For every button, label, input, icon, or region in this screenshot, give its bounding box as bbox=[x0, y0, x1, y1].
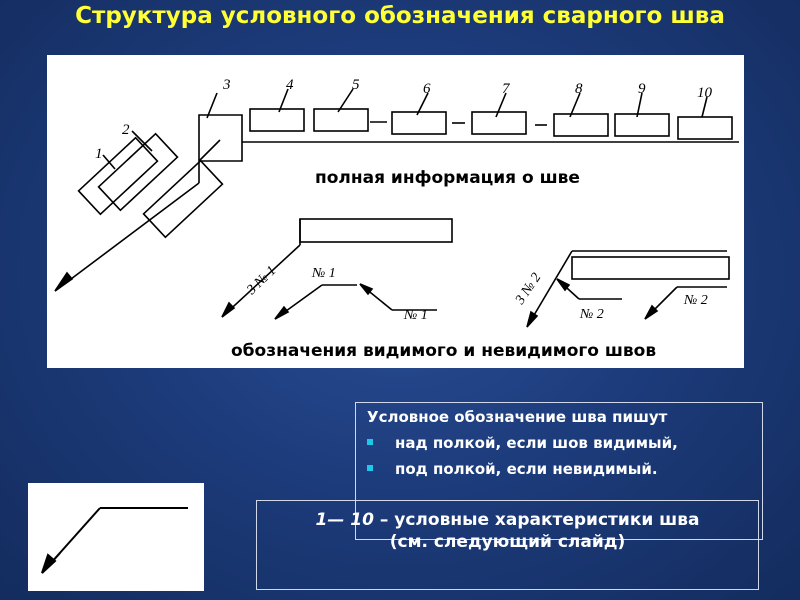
weld-leader-example bbox=[28, 483, 204, 591]
box-7 bbox=[471, 111, 527, 135]
leader-arrowhead bbox=[54, 271, 74, 292]
box-6 bbox=[391, 111, 447, 135]
box-1 bbox=[77, 136, 159, 216]
rule-item-label: под полкой, если невидимый. bbox=[395, 460, 658, 478]
box-2 bbox=[142, 159, 224, 239]
rule-item-visible: над полкой, если шов видимый, bbox=[367, 433, 754, 453]
weld-structure-drawing: 1 2 3 4 5 6 7 8 9 10 bbox=[54, 77, 739, 328]
caption-full-information: полная информация о шве bbox=[315, 168, 580, 188]
weld-label-n1-bottom: № 1 bbox=[403, 308, 428, 323]
box-10 bbox=[677, 116, 733, 140]
slide-title: Структура условного обозначения сварного… bbox=[75, 3, 725, 29]
callout-9: 9 bbox=[638, 81, 646, 97]
legend-text: – условные характеристики шва bbox=[379, 510, 700, 530]
notation-rule-box: Условное обозначение шва пишут над полко… bbox=[355, 402, 763, 540]
leader-with-shelf-drawing bbox=[41, 507, 188, 574]
legend-note: (см. следующий слайд) bbox=[389, 532, 626, 552]
legend-line: 1— 10 – условные характеристики шва bbox=[257, 509, 758, 531]
weld-label-3n1: 3 № 1 bbox=[244, 263, 280, 298]
rule-item-label: над полкой, если шов видимый, bbox=[395, 434, 678, 452]
callout-8: 8 bbox=[575, 81, 583, 97]
box-4 bbox=[249, 108, 305, 132]
callout-6: 6 bbox=[423, 81, 431, 97]
legend-box: 1— 10 – условные характеристики шва (см.… bbox=[256, 500, 759, 590]
rule-item-hidden: под полкой, если невидимый. bbox=[367, 459, 754, 479]
weld-label-n2-bottom: № 2 bbox=[579, 307, 604, 322]
legend-range: 1— 10 bbox=[315, 510, 374, 530]
weld-label-3n2: 3 № 2 bbox=[512, 270, 544, 308]
box-2b bbox=[97, 132, 179, 212]
callout-5: 5 bbox=[352, 77, 360, 93]
box-9 bbox=[614, 113, 670, 137]
callout-7: 7 bbox=[502, 81, 511, 97]
bullet-icon bbox=[367, 439, 373, 445]
rule-heading: Условное обозначение шва пишут bbox=[367, 408, 668, 426]
weld-label-n2-right: № 2 bbox=[683, 293, 708, 308]
box-8 bbox=[553, 113, 609, 137]
callout-2: 2 bbox=[122, 122, 130, 138]
callout-1: 1 bbox=[95, 146, 103, 162]
box-5 bbox=[313, 108, 369, 132]
callout-3: 3 bbox=[222, 77, 231, 93]
shelf-box-visible bbox=[299, 218, 453, 243]
weld-notation-diagram: 1 2 3 4 5 6 7 8 9 10 bbox=[47, 55, 744, 368]
weld-label-n1-top: № 1 bbox=[311, 266, 336, 281]
box-3 bbox=[198, 114, 243, 162]
callout-4: 4 bbox=[286, 77, 294, 93]
leader-line bbox=[54, 182, 200, 292]
shelf-box-hidden bbox=[571, 256, 730, 280]
bullet-icon bbox=[367, 465, 373, 471]
caption-visible-hidden-welds: обозначения видимого и невидимого швов bbox=[229, 340, 659, 362]
callout-10: 10 bbox=[697, 85, 713, 101]
